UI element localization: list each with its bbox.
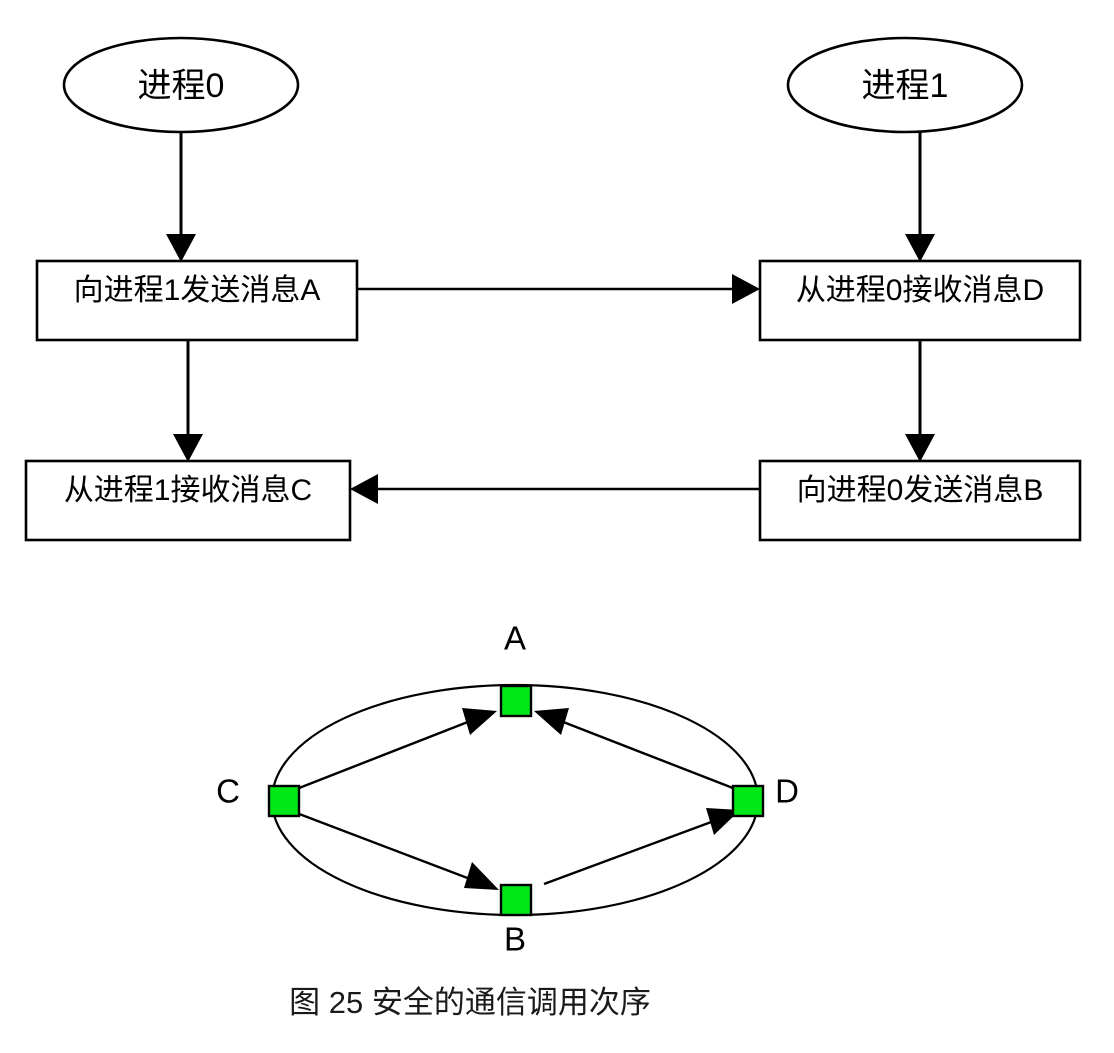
process-0-node[interactable]: 进程0 bbox=[62, 36, 300, 134]
process-0-label: 进程0 bbox=[138, 67, 225, 105]
step-send-a-label: 向进程1发送消息A bbox=[74, 274, 321, 307]
ring-arrow-b-to-d bbox=[543, 808, 740, 886]
ring-edge-line bbox=[293, 716, 479, 792]
step-send-b-label: 向进程0发送消息B bbox=[797, 474, 1044, 507]
ring-arrow-d-to-a bbox=[534, 708, 739, 792]
process-1-node[interactable]: 进程1 bbox=[786, 36, 1024, 134]
ring-node-a-label: A bbox=[504, 620, 526, 657]
ring-node-c[interactable]: C bbox=[216, 773, 301, 818]
step-send-a-rect bbox=[35, 259, 359, 342]
edge-recv-d-to-send-b bbox=[905, 340, 935, 462]
step-send-b-box[interactable]: 向进程0发送消息B bbox=[758, 459, 1082, 542]
arrow-head-downright-icon bbox=[464, 862, 499, 890]
arrow-head-down-icon bbox=[905, 234, 935, 262]
ring-node-d-label: D bbox=[775, 773, 799, 810]
step-recv-c-label: 从进程1接收消息C bbox=[64, 474, 312, 507]
arrow-head-down-icon bbox=[173, 434, 203, 462]
edge-process1-to-recv-d bbox=[905, 132, 935, 262]
arrow-head-upleft-icon bbox=[534, 708, 569, 735]
arrow-head-left-icon bbox=[350, 474, 378, 504]
step-recv-c-rect bbox=[24, 459, 352, 542]
arrow-head-down-icon bbox=[166, 234, 196, 262]
ring-edge-line bbox=[293, 810, 479, 884]
ring-node-c-label: C bbox=[216, 773, 240, 810]
edge-send-a-to-recv-d bbox=[357, 274, 760, 304]
step-send-b-rect bbox=[758, 459, 1082, 542]
process-1-label: 进程1 bbox=[862, 67, 949, 105]
ring-arrow-c-to-b bbox=[293, 810, 499, 890]
edge-send-a-to-recv-c bbox=[173, 340, 203, 462]
step-send-a-box[interactable]: 向进程1发送消息A bbox=[35, 259, 359, 342]
arrow-head-down-icon bbox=[905, 434, 935, 462]
ring-node-d-square bbox=[731, 784, 765, 818]
ring-node-a-square bbox=[499, 684, 533, 718]
arrow-head-upright-icon bbox=[706, 808, 740, 835]
process-1-ellipse bbox=[786, 36, 1024, 134]
step-recv-d-box[interactable]: 从进程0接收消息D bbox=[758, 259, 1082, 342]
edge-process0-to-send-a bbox=[166, 132, 196, 262]
arrow-head-right-icon bbox=[732, 274, 760, 304]
ring-ellipse bbox=[270, 683, 760, 917]
ring-node-a[interactable]: A bbox=[499, 620, 533, 718]
figure-caption: 图 25 安全的通信调用次序 bbox=[289, 985, 651, 1020]
arrow-head-upright-icon bbox=[462, 708, 497, 735]
ring-arrow-c-to-a bbox=[293, 708, 497, 792]
step-recv-c-box[interactable]: 从进程1接收消息C bbox=[24, 459, 352, 542]
ring-node-b-label: B bbox=[504, 921, 526, 958]
ring-node-b-square bbox=[499, 883, 533, 917]
step-recv-d-label: 从进程0接收消息D bbox=[796, 274, 1044, 307]
edge-send-b-to-recv-c bbox=[350, 474, 760, 504]
ring-node-c-square bbox=[267, 784, 301, 818]
ring-node-d[interactable]: D bbox=[731, 773, 799, 818]
ring-edge-line bbox=[543, 816, 723, 886]
ring-node-b[interactable]: B bbox=[499, 883, 533, 958]
ring-edge-line bbox=[552, 716, 739, 792]
